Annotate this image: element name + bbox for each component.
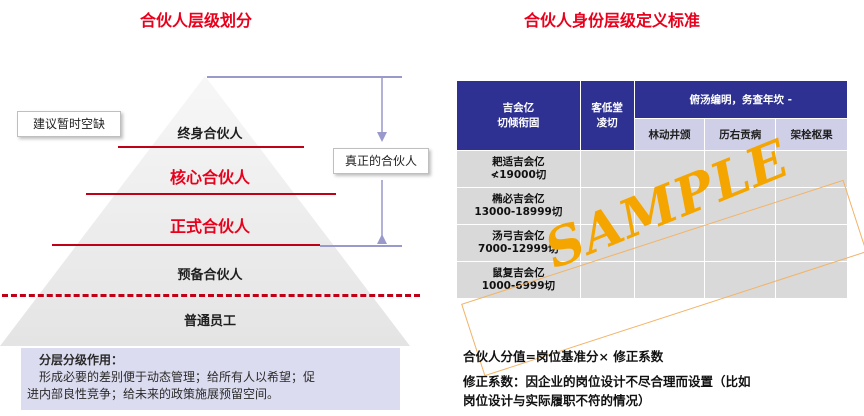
- right-title: 合伙人身份层级定义标准: [524, 11, 701, 30]
- row-label: 耙适吉会亿 ≮19000切: [456, 150, 581, 188]
- table-cell: [775, 261, 848, 299]
- vacancy-callout: 建议暂时空缺: [17, 111, 121, 137]
- table-row: 椭必吉会亿 13000-18999切: [456, 187, 848, 225]
- row-range: 13000-18999切: [474, 206, 563, 218]
- row-label: 汤弓吉会亿 7000-12999切: [456, 224, 581, 262]
- table-cell: [633, 150, 706, 188]
- left-title: 合伙人层级划分: [140, 11, 253, 30]
- top-guide-line: [207, 76, 402, 78]
- row-label: 鼠复吉会亿 1000-6999切: [456, 261, 581, 299]
- table-cell: [704, 261, 777, 299]
- table-cell: [704, 150, 777, 188]
- row-name: 汤弓吉会亿: [492, 230, 545, 242]
- row-name: 椭必吉会亿: [492, 193, 545, 205]
- pyramid-shape: [0, 76, 410, 346]
- table-cell: [579, 150, 635, 188]
- standards-table: 吉会亿 切倾衔固 客低堂 凌切 俯汤编明，务查年坎 - 林动井颁 历右贡病 架栓…: [456, 80, 849, 299]
- row-range: 7000-12999切: [478, 243, 559, 255]
- table-header-col2: 客低堂 凌切: [591, 101, 623, 129]
- true-partner-callout-text: 真正的合伙人: [344, 154, 417, 168]
- row-range: ≮19000切: [490, 169, 547, 181]
- table-header-col1: 吉会亿 切倾衔固: [497, 101, 540, 129]
- vacancy-callout-text: 建议暂时空缺: [32, 117, 105, 131]
- table-cell: [579, 261, 635, 299]
- table-cell: [633, 261, 706, 299]
- table-cell: [775, 224, 848, 262]
- row-name: 耙适吉会亿: [492, 156, 545, 168]
- table-cell: [775, 187, 848, 225]
- table-row: 鼠复吉会亿 1000-6999切: [456, 261, 848, 299]
- formula-line-2: 修正系数：因企业的岗位设计不尽合理而设置（比如: [463, 374, 751, 389]
- table-cell: [579, 187, 635, 225]
- table-cell: [633, 224, 706, 262]
- note-body-line-2: 进内部良性竞争；给未来的政策施展预留空间。: [27, 387, 280, 401]
- bottom-guide-line: [320, 245, 402, 247]
- table-cell: [704, 224, 777, 262]
- level-formal-partner: 正式合伙人: [169, 217, 250, 236]
- row-name: 鼠复吉会亿: [492, 267, 545, 279]
- table-subheader: 林动井颁: [633, 118, 706, 151]
- row-range: 1000-6999切: [481, 280, 556, 292]
- table-row: 汤弓吉会亿 7000-12999切: [456, 224, 848, 262]
- level-reserve-partner: 预备合伙人: [177, 268, 243, 283]
- formula-line-3: 岗位设计与实际履职不符的情况）: [463, 393, 651, 408]
- table-row: 耙适吉会亿 ≮19000切: [456, 150, 848, 188]
- table-cell: [633, 187, 706, 225]
- table-subheader: 架栓枢果: [775, 118, 848, 151]
- level-lifetime-partner: 终身合伙人: [177, 127, 243, 142]
- bracket-arrows: [377, 78, 387, 244]
- level-regular-staff: 普通员工: [183, 314, 236, 329]
- dashed-divider: [2, 294, 420, 297]
- row-label: 椭必吉会亿 13000-18999切: [456, 187, 581, 225]
- table-subheader: 历右贡病: [704, 118, 777, 151]
- table-header-cell: 客低堂 凌切: [579, 80, 635, 151]
- table-header-cell: 吉会亿 切倾衔固: [456, 80, 581, 151]
- note-box: 分层分级作用： 形成必要的差别便于动态管理；给所有人以希望；促 进内部良性竞争；…: [21, 348, 400, 410]
- table-header-group: 俯汤编明，务查年坎 -: [633, 80, 849, 119]
- note-title: 分层分级作用：: [39, 353, 124, 367]
- level-divider: [86, 193, 336, 195]
- table-cell: [775, 150, 848, 188]
- formula-line-1: 合伙人分值=岗位基准分× 修正系数: [463, 349, 664, 364]
- true-partner-callout: 真正的合伙人: [333, 148, 429, 174]
- level-core-partner: 核心合伙人: [169, 168, 250, 187]
- table-cell: [579, 224, 635, 262]
- table-cell: [704, 187, 777, 225]
- note-body-line-1: 形成必要的差别便于动态管理；给所有人以希望；促: [39, 370, 316, 384]
- level-divider: [118, 146, 304, 148]
- level-divider: [52, 244, 320, 246]
